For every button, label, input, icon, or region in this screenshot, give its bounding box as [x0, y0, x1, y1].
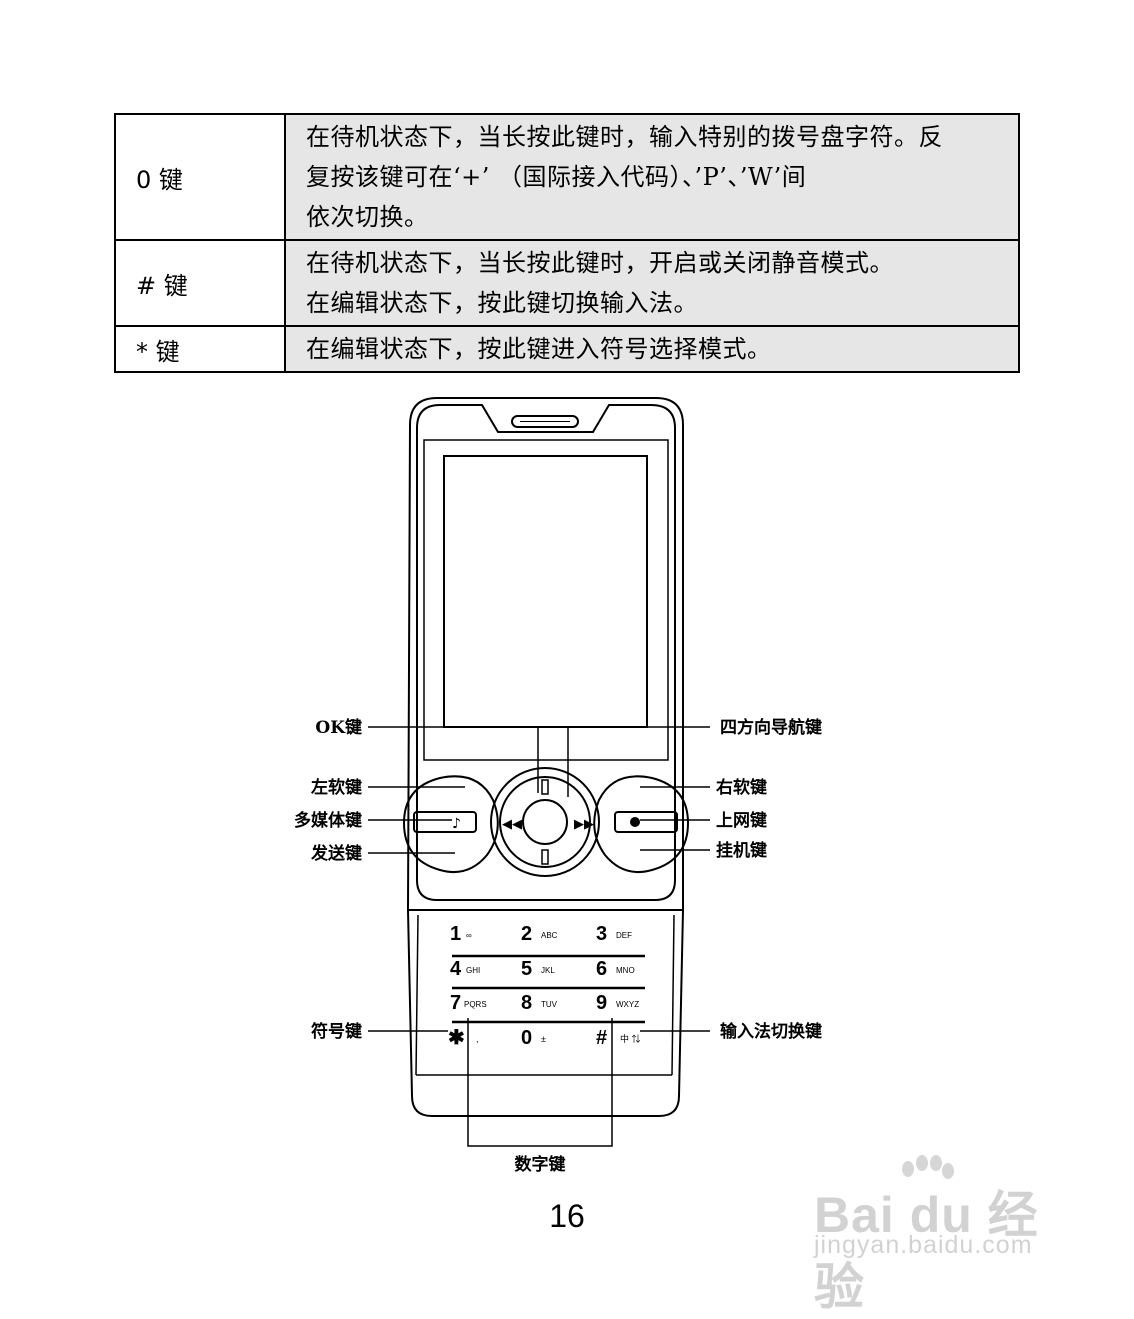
keypad-key-digit: 6 [596, 958, 607, 980]
keypad-key-digit: ✱ [448, 1027, 465, 1049]
keypad-key-digit: 0 [521, 1027, 532, 1049]
phone-screen [443, 455, 648, 728]
navigation-ring-outer [490, 767, 600, 877]
keypad-row-separators [452, 954, 645, 1024]
key-description-table: 0 键 在待机状态下，当长按此键时，输入特别的拨号盘字符。反 复按该键可在‘+’… [114, 113, 1020, 373]
description-line: 在待机状态下，当长按此键时，输入特别的拨号盘字符。反 [306, 123, 943, 151]
multimedia-key-label: 多媒体键 [294, 810, 362, 831]
nav-down-indicator [541, 849, 549, 865]
phone-body-outline [406, 397, 684, 1117]
keypad-key-digit: 2 [521, 923, 532, 945]
key-description-cell: 在编辑状态下，按此键进入符号选择模式。 [284, 325, 1020, 373]
description-line: 在编辑状态下，按此键切换输入法。 [306, 289, 698, 317]
keypad-key-digit: 9 [596, 992, 607, 1014]
table-row: * 键 在编辑状态下，按此键进入符号选择模式。 [114, 325, 1020, 373]
key-name-cell: # 键 [114, 239, 286, 327]
left-soft-send-key [402, 775, 499, 874]
multimedia-icon: ♪ [452, 816, 461, 832]
keypad-key-letters: ABC [541, 931, 558, 940]
input-method-switch-label: 输入法切换键 [720, 1021, 822, 1042]
key-description-cell: 在待机状态下，当长按此键时，输入特别的拨号盘字符。反 复按该键可在‘+’ （国际… [284, 113, 1020, 241]
left-soft-key-label: 左软键 [311, 777, 362, 798]
baidu-jingyan-watermark: Bai du 经验 jingyan.baidu.com [808, 1155, 1068, 1315]
description-line: 在编辑状态下，按此键进入符号选择模式。 [306, 335, 772, 363]
send-key-label: 发送键 [310, 843, 362, 864]
keypad-key-digit: 1 [450, 923, 461, 945]
keypad-keys: 1 ∞ 2 ABC 3 DEF 4 GHI 5 JKL 6 MNO 7 PQRS… [448, 923, 641, 1049]
right-soft-end-key [593, 775, 690, 874]
keypad-key-letters: WXYZ [616, 1000, 639, 1009]
keypad-key-letters: ∞ [466, 931, 472, 940]
keypad-key-digit: 7 [450, 992, 461, 1014]
table-row: 0 键 在待机状态下，当长按此键时，输入特别的拨号盘字符。反 复按该键可在‘+’… [114, 113, 1020, 241]
phone-body-inner-outline [416, 404, 676, 901]
navigation-key-label: 四方向导航键 [720, 717, 822, 738]
keypad-key-letters: JKL [541, 966, 555, 975]
keypad-key-letters: ± [541, 1034, 546, 1044]
internet-icon [630, 817, 640, 827]
symbol-key-label: 符号键 [311, 1021, 362, 1042]
keypad-key-digit: # [596, 1027, 607, 1049]
nav-up-indicator [541, 779, 549, 795]
keypad-key-letters: GHI [466, 966, 480, 975]
keypad-key-letters: TUV [541, 1000, 558, 1009]
nav-left-icon: ◀◀ [502, 817, 522, 832]
nav-right-icon: ▶▶ [574, 817, 594, 832]
key-description-cell: 在待机状态下，当长按此键时，开启或关闭静音模式。 在编辑状态下，按此键切换输入法… [284, 239, 1020, 327]
key-name-cell: * 键 [114, 325, 286, 373]
keypad-key-letters: , [476, 1034, 479, 1044]
right-soft-key-label: 右软键 [716, 777, 767, 798]
internet-key-label: 上网键 [716, 810, 767, 831]
end-key-label: 挂机键 [716, 840, 767, 861]
description-line: 复按该键可在‘+’ （国际接入代码）、’P’、’W’间 [306, 163, 807, 191]
page-number: 16 [549, 1198, 585, 1234]
key-name-cell: 0 键 [114, 113, 286, 241]
ok-key [522, 799, 568, 845]
watermark-url: jingyan.baidu.com [814, 1231, 1033, 1259]
screen-bezel [423, 439, 669, 761]
multimedia-key [413, 811, 477, 833]
keypad-key-digit: 8 [521, 992, 532, 1014]
keypad-key-letters: 中 ⇅ [620, 1033, 641, 1044]
keypad-key-digit: 3 [596, 923, 607, 945]
navigation-ring-inner [499, 776, 591, 868]
paw-logo-icon [902, 1155, 954, 1179]
keypad-key-letters: PQRS [464, 1000, 487, 1009]
keypad-key-letters: MNO [616, 966, 635, 975]
keypad-key-digit: 4 [450, 958, 462, 980]
description-line: 在待机状态下，当长按此键时，开启或关闭静音模式。 [306, 249, 894, 277]
label-leader-lines [368, 726, 710, 1147]
internet-key [614, 811, 678, 833]
description-line: 依次切换。 [306, 203, 429, 231]
keypad-key-digit: 5 [521, 958, 532, 980]
keypad-key-letters: DEF [616, 931, 632, 940]
number-keys-label: 数字键 [515, 1154, 566, 1175]
speaker-grille [511, 415, 579, 428]
table-row: # 键 在待机状态下，当长按此键时，开启或关闭静音模式。 在编辑状态下，按此键切… [114, 239, 1020, 327]
ok-key-label: OK键 [315, 717, 362, 738]
